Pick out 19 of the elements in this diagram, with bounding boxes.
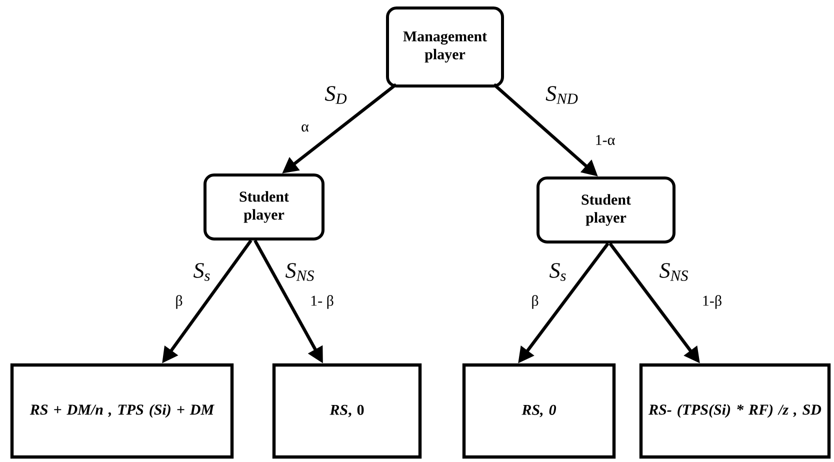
edge-label: S$_{s}$ [194,263,210,281]
probability-label: β [176,295,182,309]
payoff-box: RS- (TPS(Si) * RF) /z , SD [639,363,831,459]
edge-label: S$_{NS}$ [286,263,314,281]
probability-label: 1-α [596,134,615,145]
probability-label: α [302,124,309,132]
edge-label: S$_{D}$ [324,86,347,104]
payoff-box: RS, 0 [272,363,422,459]
player-box: Student player [204,174,324,240]
edge-label: S$_{ND}$ [546,86,578,104]
payoff-box: RS + DM/n , TPS (Si) + DM [10,363,234,459]
probability-label: β [532,295,538,309]
payoff-box: RS, 0 [462,363,616,459]
player-box: Management player [386,6,504,88]
edge-label: S$_{NS}$ [660,263,688,281]
probability-label: 1-β [703,295,722,309]
player-box: Student player [536,176,676,244]
probability-label: 1- β [311,295,334,309]
edge-label: S$_{s}$ [550,263,566,281]
